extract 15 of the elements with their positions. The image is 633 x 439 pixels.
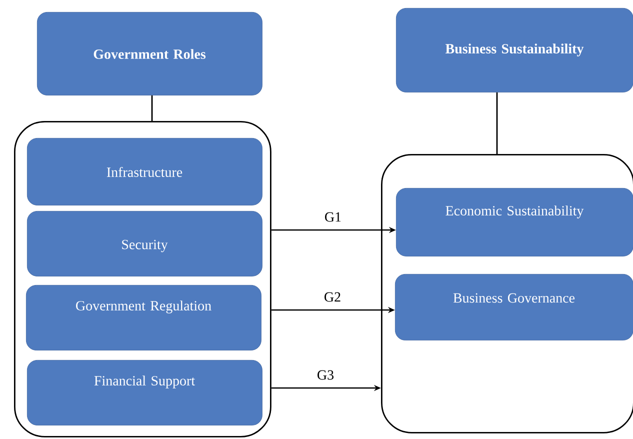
item-box: Government Regulation [26,285,262,350]
heading-box: Government Roles [37,12,262,96]
group-box [381,154,633,434]
edge-label: G2 [322,291,342,303]
item-box: Financial Support [27,360,262,426]
edge-label: G3 [316,369,336,381]
heading-box: Business Sustainability [396,8,633,92]
item-box: Security [27,211,262,276]
group-box [14,121,272,438]
edge-label: G1 [323,211,343,223]
item-box: Economic Sustainability [396,188,633,256]
item-box: Business Governance [395,274,633,340]
item-box: Infrastructure [27,138,262,206]
connector-line [151,95,153,121]
connector-line [496,92,498,154]
